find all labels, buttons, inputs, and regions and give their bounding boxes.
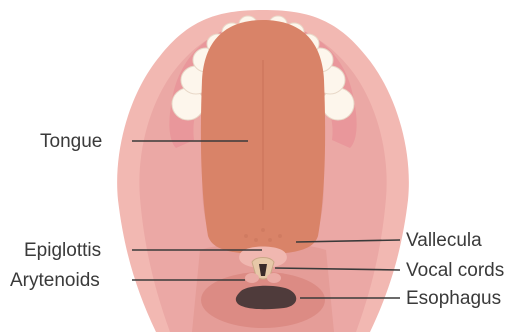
label-vocal-cords: Vocal cords: [406, 261, 504, 280]
arytenoid-left: [245, 273, 259, 283]
label-arytenoids: Arytenoids: [10, 271, 100, 290]
label-epiglottis: Epiglottis: [24, 241, 101, 260]
label-esophagus: Esophagus: [406, 289, 501, 308]
label-vallecula: Vallecula: [406, 231, 482, 250]
label-tongue: Tongue: [40, 132, 102, 151]
esophagus-shape: [236, 286, 296, 309]
arytenoid-right: [267, 273, 281, 283]
